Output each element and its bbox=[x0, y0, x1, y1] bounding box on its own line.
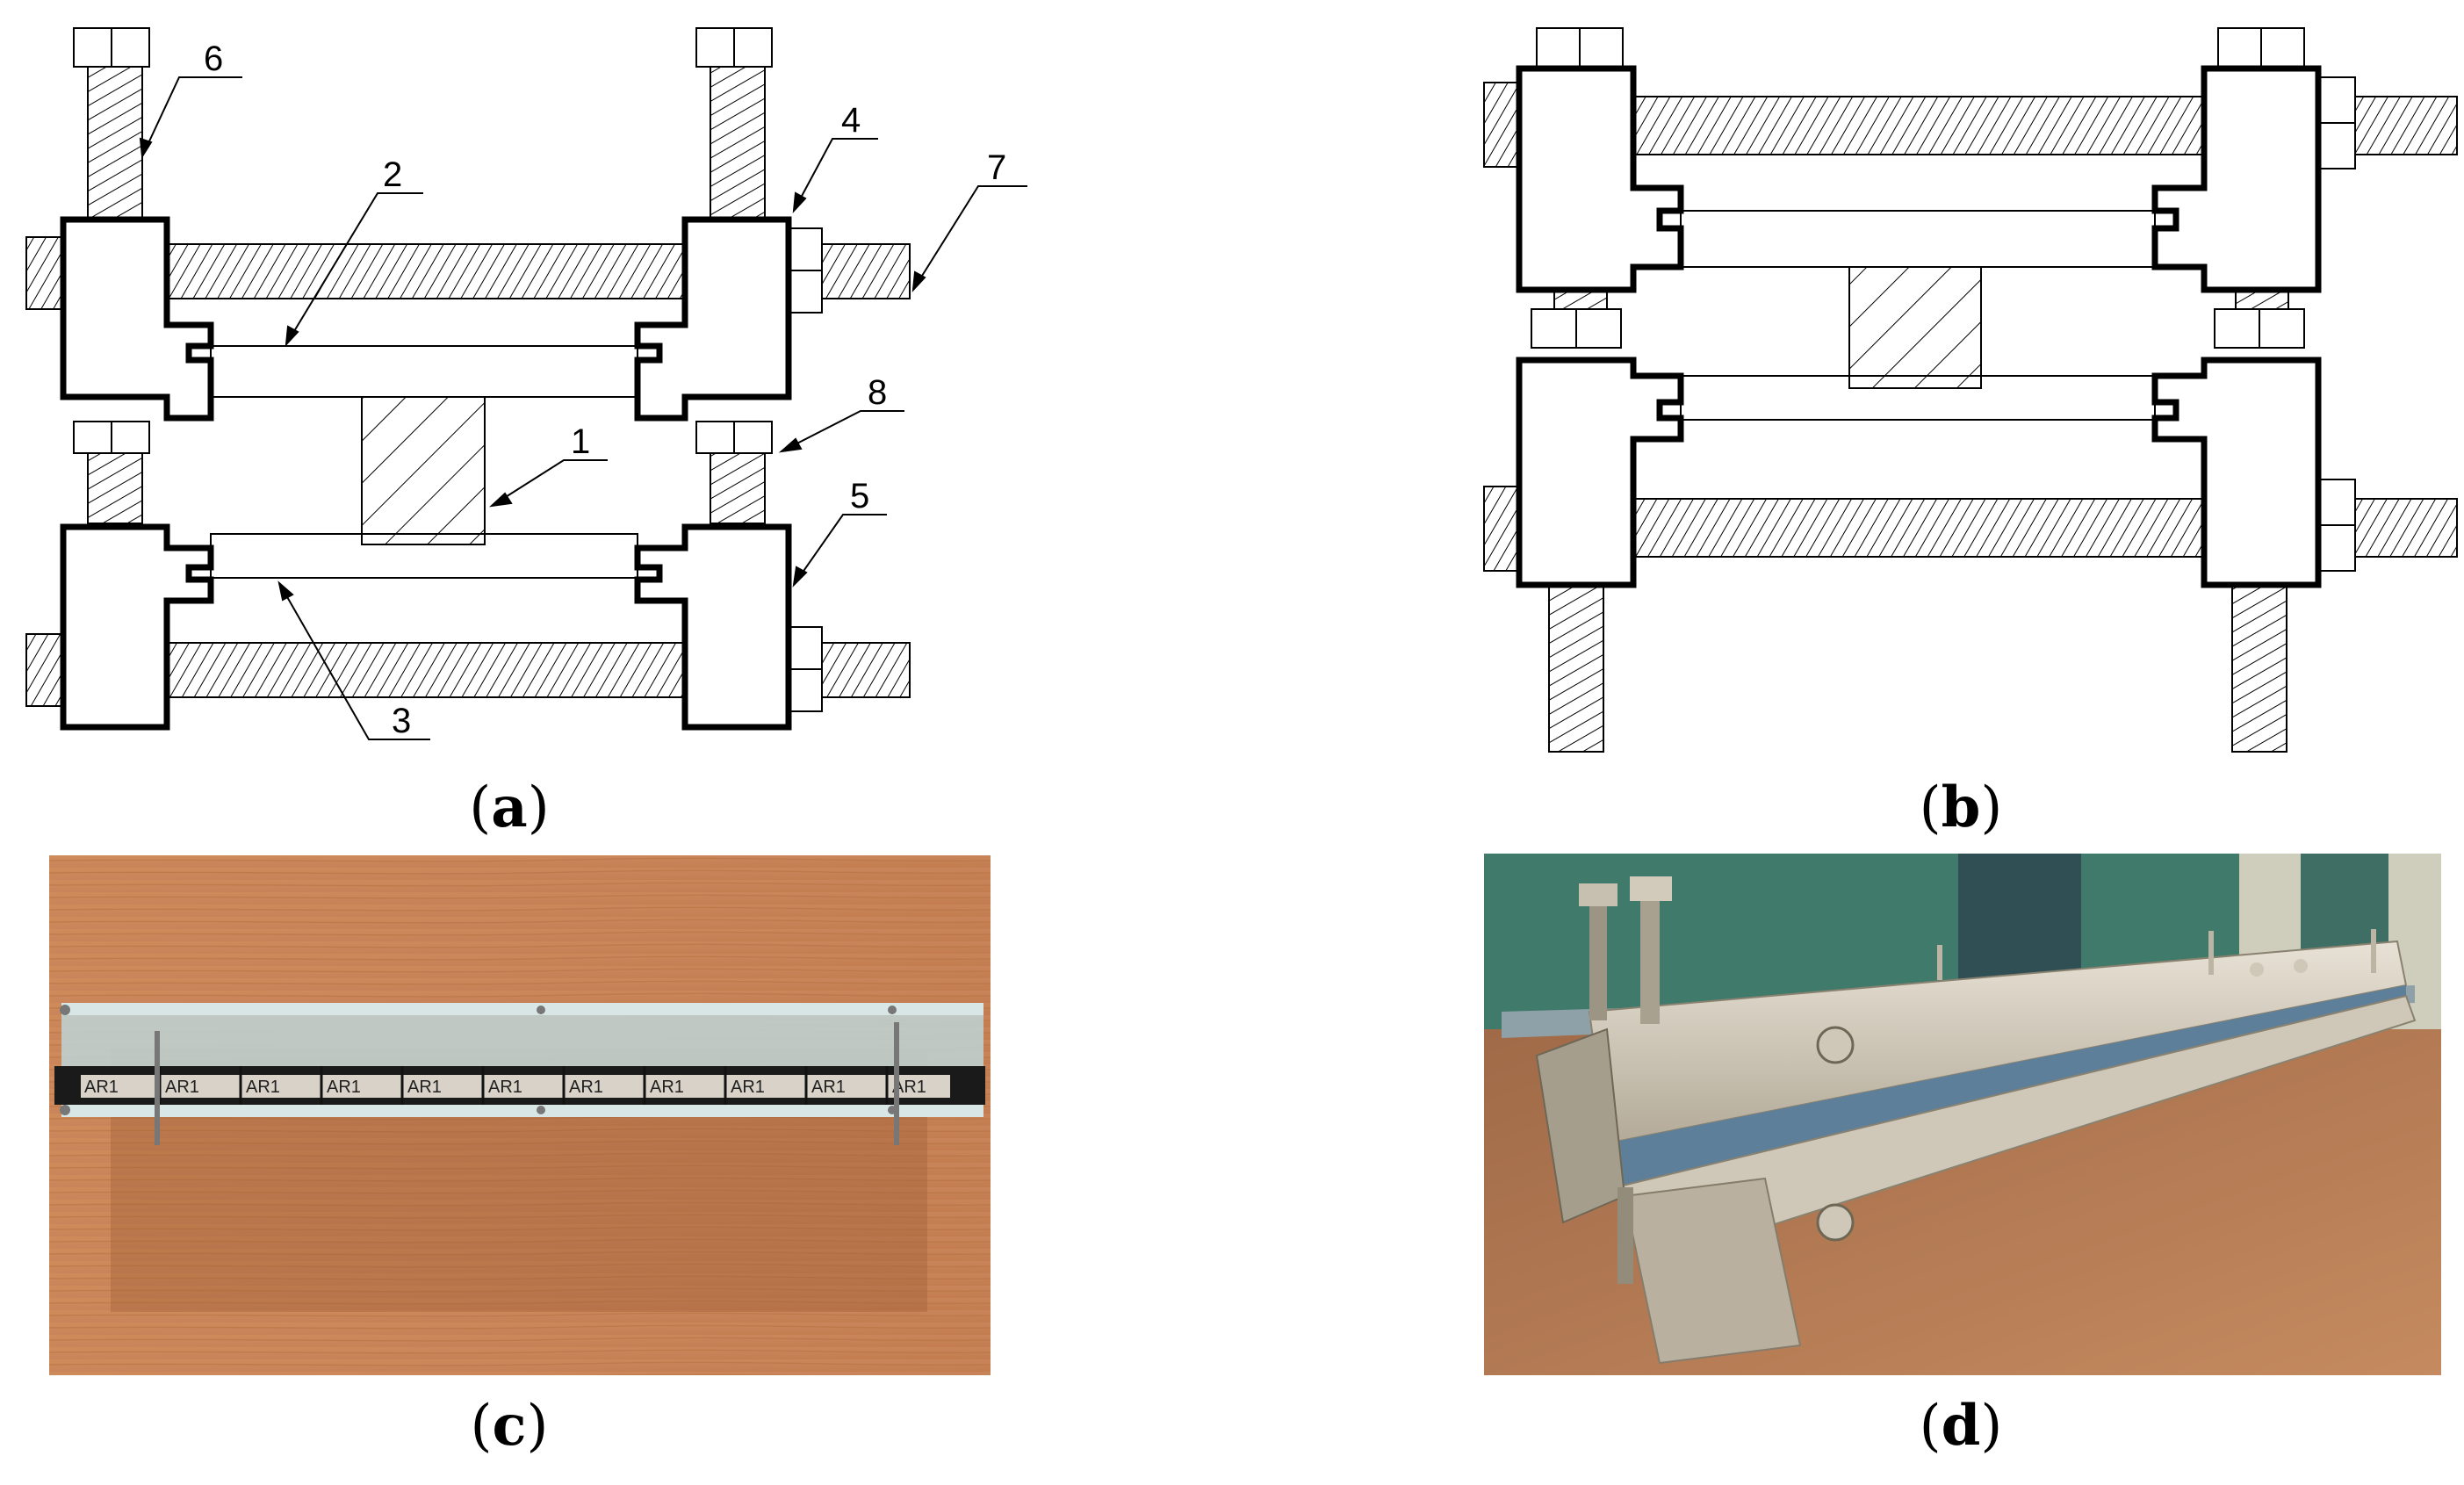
caption-b: (b) bbox=[1919, 775, 2003, 840]
photo-panel-d bbox=[1484, 854, 2441, 1375]
specimen bbox=[361, 396, 486, 545]
caption-a: (a) bbox=[469, 775, 550, 840]
callout-label-8: 8 bbox=[868, 373, 887, 412]
vertical-bolt-right bbox=[695, 27, 773, 524]
diagram-panel-a: 6 2 4 7 8 1 5 3 bbox=[25, 27, 1027, 740]
callout-label-6: 6 bbox=[204, 40, 223, 78]
svg-text:AR1: AR1 bbox=[569, 1078, 603, 1097]
callout-numbers: 6 2 4 7 8 1 5 3 bbox=[204, 40, 1006, 740]
svg-text:AR1: AR1 bbox=[892, 1078, 926, 1097]
clamps bbox=[60, 216, 792, 731]
svg-text:AR1: AR1 bbox=[407, 1078, 442, 1097]
horizontal-rods-b bbox=[1483, 76, 2458, 572]
photo-panel-c: AR1 AR1 AR1 AR1 AR1 AR1 AR1 AR1 AR1 AR1 … bbox=[49, 855, 991, 1375]
strip-labels: AR1 AR1 AR1 AR1 AR1 AR1 AR1 AR1 AR1 AR1 … bbox=[81, 1075, 950, 1098]
svg-text:AR1: AR1 bbox=[165, 1078, 199, 1097]
frame-bolts bbox=[60, 1005, 899, 1145]
svg-text:AR1: AR1 bbox=[650, 1078, 684, 1097]
svg-text:AR1: AR1 bbox=[488, 1078, 522, 1097]
callout-label-1: 1 bbox=[571, 422, 590, 461]
horizontal-rod-top bbox=[25, 227, 911, 314]
diagram-panel-b bbox=[1483, 27, 2458, 753]
callout-label-7: 7 bbox=[987, 148, 1006, 187]
callout-label-3: 3 bbox=[392, 702, 411, 740]
svg-text:AR1: AR1 bbox=[811, 1078, 846, 1097]
clamps-b bbox=[1516, 65, 2322, 588]
svg-text:AR1: AR1 bbox=[84, 1078, 119, 1097]
callout-label-5: 5 bbox=[850, 477, 869, 515]
specimen-b bbox=[1848, 266, 1982, 389]
svg-text:AR1: AR1 bbox=[731, 1078, 765, 1097]
fixture-bolts bbox=[1579, 876, 2376, 1284]
svg-text:AR1: AR1 bbox=[246, 1078, 280, 1097]
callout-label-4: 4 bbox=[841, 101, 861, 140]
caption-c: (c) bbox=[470, 1393, 549, 1459]
callout-leaders bbox=[139, 76, 1027, 740]
horizontal-rod-bottom bbox=[25, 626, 911, 712]
caption-d: (d) bbox=[1919, 1393, 2003, 1459]
upper-plate bbox=[210, 345, 638, 398]
vertical-bolt-left bbox=[73, 27, 150, 524]
svg-text:AR1: AR1 bbox=[327, 1078, 361, 1097]
callout-label-2: 2 bbox=[383, 155, 402, 194]
upper-plate-b bbox=[1680, 210, 2156, 268]
